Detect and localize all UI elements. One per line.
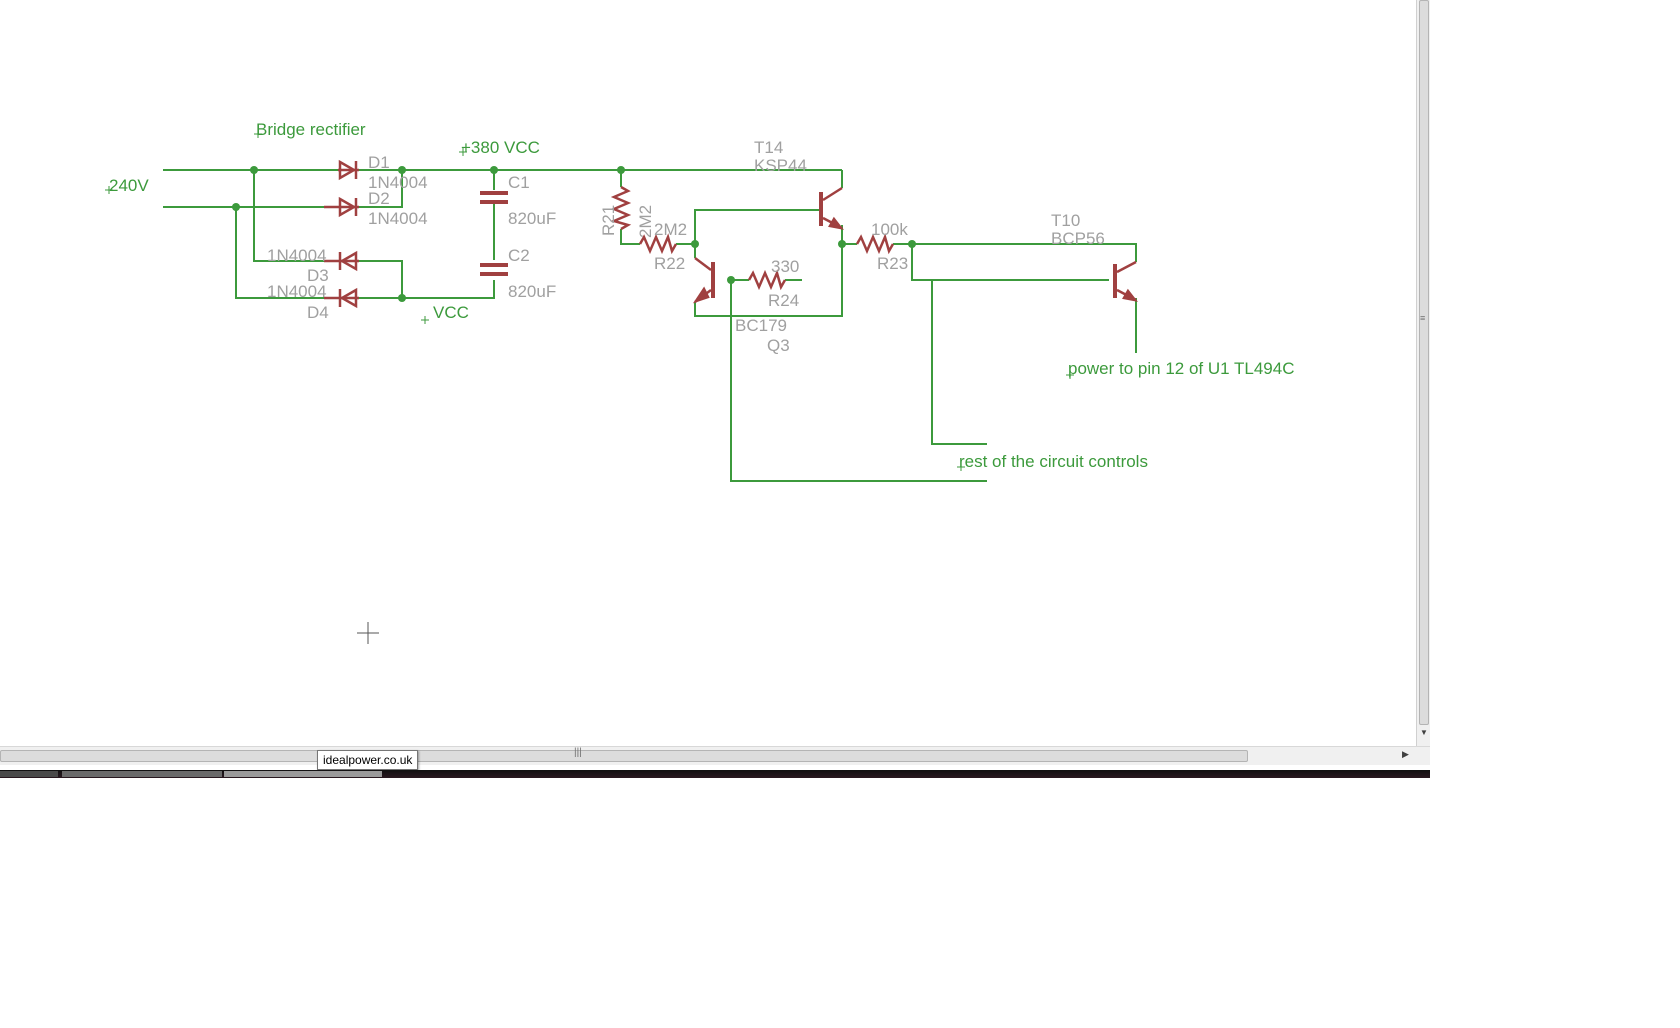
label-c2-name: C2 xyxy=(508,246,530,265)
label-vcc: VCC xyxy=(433,303,469,322)
label-r24-name: R24 xyxy=(768,291,799,310)
horizontal-scroll-grip-icon: ||| xyxy=(574,747,582,758)
diode-d2 xyxy=(324,196,359,218)
wires xyxy=(163,169,1137,482)
wire-r21-bottom xyxy=(620,229,640,245)
label-c2-value: 820uF xyxy=(508,282,556,301)
label-d3-value: 1N4004 xyxy=(267,246,327,265)
wire-rest-controls-2 xyxy=(730,280,987,482)
wire-t14-emitter-loop xyxy=(694,225,843,317)
capacitor-c1 xyxy=(480,191,508,204)
label-r24-value: 330 xyxy=(771,257,799,276)
horizontal-scrollbar[interactable]: ||| ▶ xyxy=(0,746,1430,765)
wire-t14-base xyxy=(694,209,821,244)
label-origins xyxy=(105,130,1074,471)
schematic-canvas[interactable]: Bridge rectifier 240V +380 VCC VCC power… xyxy=(0,0,1416,746)
label-t10-value: BCP56 xyxy=(1051,229,1105,248)
label-t14-value: KSP44 xyxy=(754,156,807,175)
resistor-r22 xyxy=(638,233,678,255)
resistor-r24 xyxy=(747,269,787,291)
label-q3-value: BC179 xyxy=(735,316,787,335)
label-d2-name: D2 xyxy=(368,189,390,208)
label-d2-value: 1N4004 xyxy=(368,209,428,228)
label-power-pin12: power to pin 12 of U1 TL494C xyxy=(1068,359,1295,378)
wire-d3-out xyxy=(359,260,403,298)
tooltip: idealpower.co.uk xyxy=(317,750,419,770)
transistor-t10 xyxy=(1113,260,1138,302)
junctions xyxy=(232,166,916,302)
label-t10-name: T10 xyxy=(1051,211,1080,230)
label-rest-controls: rest of the circuit controls xyxy=(959,452,1148,471)
label-r23-name: R23 xyxy=(877,254,908,273)
schematic-drawing[interactable]: Bridge rectifier 240V +380 VCC VCC power… xyxy=(0,0,1416,746)
horizontal-scroll-thumb[interactable] xyxy=(0,750,1248,762)
label-r21-value: 2M2 xyxy=(636,205,655,238)
diode-d3 xyxy=(324,250,359,272)
scroll-down-arrow-icon[interactable]: ▼ xyxy=(1420,728,1428,737)
capacitor-c2 xyxy=(480,263,508,276)
wire-d2-out xyxy=(359,170,403,208)
label-r22-name: R22 xyxy=(654,254,685,273)
label-c1-name: C1 xyxy=(508,173,530,192)
diode-d1 xyxy=(338,159,359,181)
diode-d4 xyxy=(324,287,359,309)
label-q3-name: Q3 xyxy=(767,336,790,355)
label-t14-name: T14 xyxy=(754,138,783,157)
label-r21-name: R21 xyxy=(599,205,618,236)
taskbar-strip xyxy=(0,770,1430,778)
vertical-scrollbar[interactable]: ≡ ▼ xyxy=(1416,0,1431,746)
crosshair-cursor xyxy=(357,622,379,644)
scroll-right-arrow-icon[interactable]: ▶ xyxy=(1402,749,1409,759)
parts xyxy=(324,159,1138,309)
resistor-r23 xyxy=(855,233,895,255)
label-d1-name: D1 xyxy=(368,153,390,172)
vertical-scroll-grip-icon: ≡ xyxy=(1420,313,1426,323)
wire-r23-right xyxy=(893,243,1137,262)
wire-vcc xyxy=(359,280,495,299)
label-d3-name: D3 xyxy=(307,266,329,285)
wire-to-d4 xyxy=(235,207,324,299)
wire-t10-base xyxy=(911,244,1109,281)
transistor-t14 xyxy=(819,186,844,230)
label-d4-value: 1N4004 xyxy=(267,282,327,301)
label-d4-name: D4 xyxy=(307,303,329,322)
resistor-r21 xyxy=(610,185,632,231)
label-c1-value: 820uF xyxy=(508,209,556,228)
label-r22-value: 2M2 xyxy=(654,220,687,239)
label-d1-value: 1N4004 xyxy=(368,173,428,192)
wire-rest-controls-1 xyxy=(931,280,987,445)
transistor-q3 xyxy=(692,257,715,304)
wire-to-d3 xyxy=(253,170,324,262)
label-plus380-vcc: +380 VCC xyxy=(461,138,540,157)
blank-region xyxy=(1430,0,1680,780)
vertical-scroll-thumb[interactable] xyxy=(1419,0,1429,725)
label-r23-value: 100k xyxy=(871,220,908,239)
label-bridge-rectifier: Bridge rectifier xyxy=(256,120,366,139)
label-240v: 240V xyxy=(109,176,149,195)
